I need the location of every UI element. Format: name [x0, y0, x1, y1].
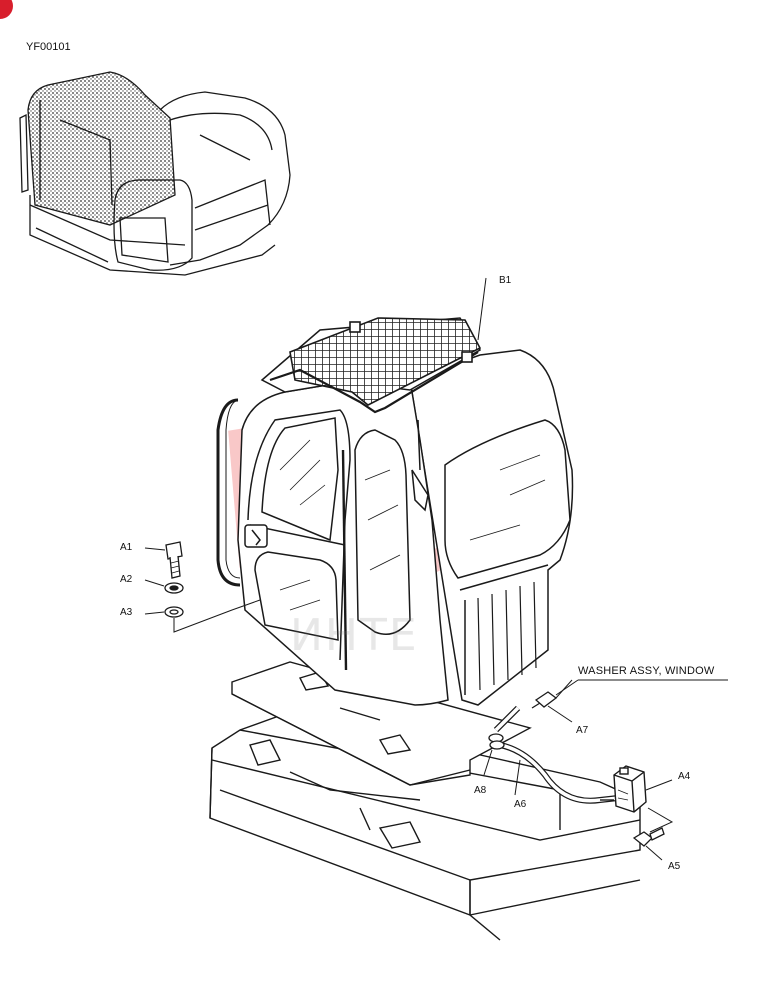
- washer-assy-underline: [477, 277, 728, 796]
- callout-a1: A1: [120, 542, 133, 553]
- callout-a6: A6: [514, 799, 527, 810]
- hose-clamp-a8: [483, 733, 505, 776]
- washer-assy-label: WASHER ASSY, WINDOW: [578, 665, 715, 677]
- washer-a3: [164, 606, 184, 618]
- callout-b1: B1: [499, 275, 512, 286]
- watermark-text: ИНТЕ: [290, 610, 419, 661]
- locator-thumbnail: [19, 71, 291, 276]
- corner-badge: [0, 0, 13, 19]
- callout-a7: A7: [576, 725, 589, 736]
- base-frame: [209, 711, 641, 941]
- bolt-a1: [165, 541, 183, 579]
- callout-a2: A2: [120, 574, 133, 585]
- washer-hose-a6: [493, 705, 619, 804]
- callout-a3: A3: [120, 607, 133, 618]
- nozzle-a7: [531, 679, 573, 723]
- hardware-leader-lines: [144, 547, 261, 633]
- callout-a8: A8: [474, 785, 487, 796]
- cab-assembly: [216, 317, 574, 706]
- cab-floor-plate: [231, 661, 532, 786]
- washer-tank-a4: [600, 765, 674, 833]
- washer-a2: [164, 582, 184, 594]
- callout-a4: A4: [678, 771, 691, 782]
- callout-a5: A5: [668, 861, 681, 872]
- screw-a5: [632, 827, 665, 861]
- sheet-code: YF00101: [26, 41, 71, 53]
- roof-guard: [269, 317, 482, 414]
